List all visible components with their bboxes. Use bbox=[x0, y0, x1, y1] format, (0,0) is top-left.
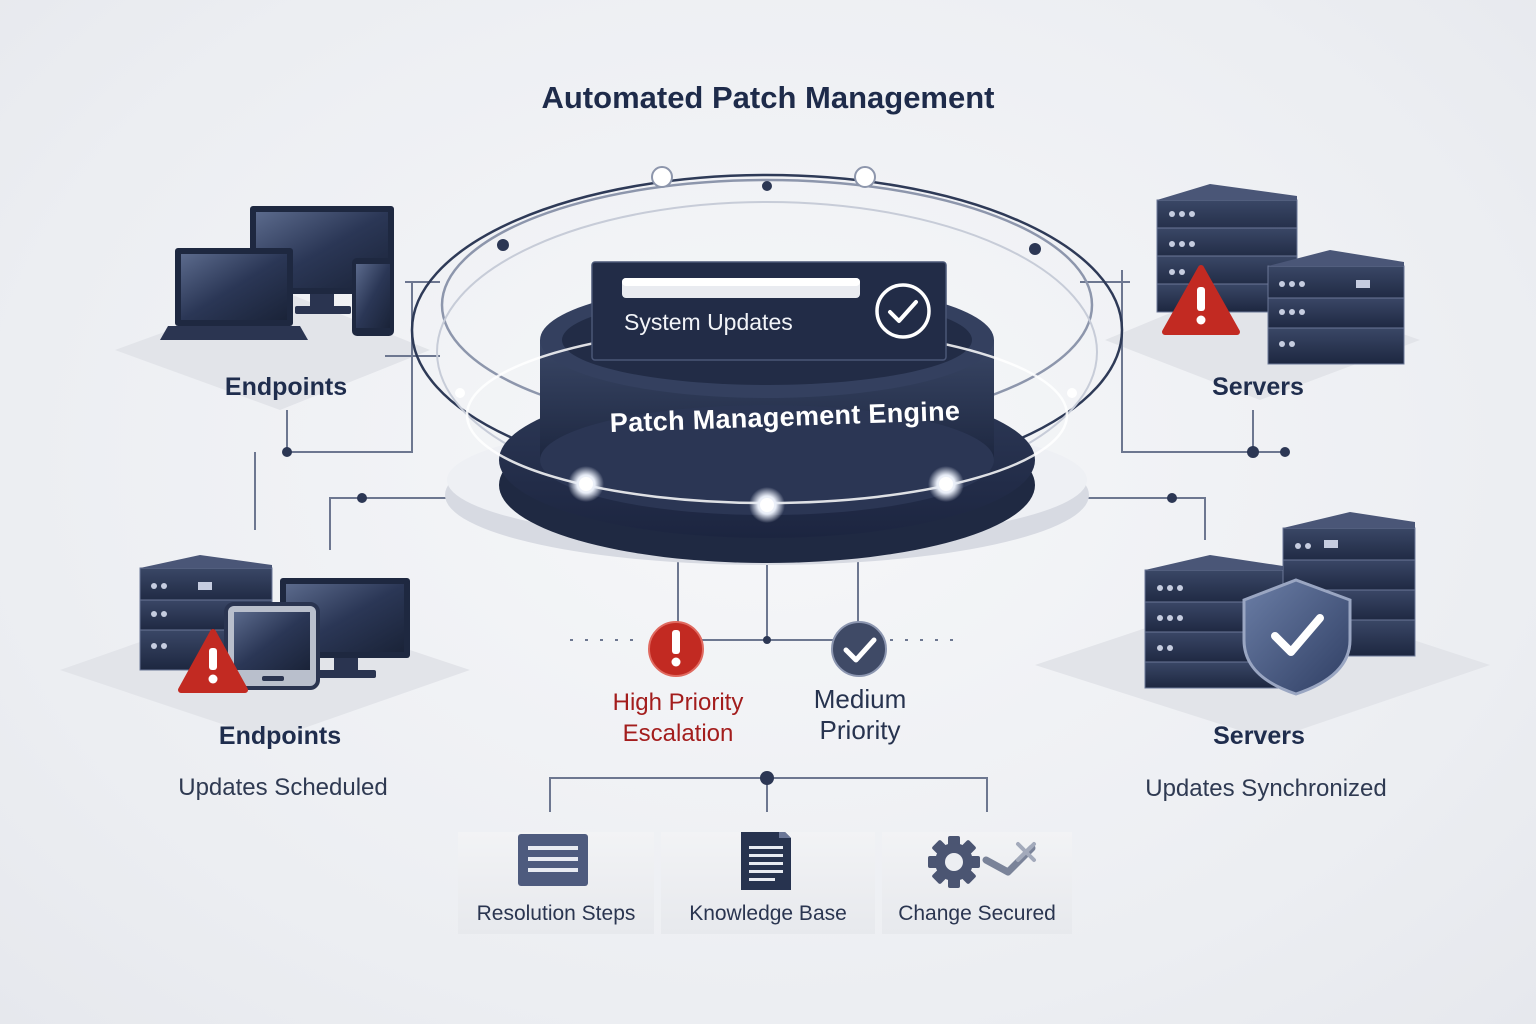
endpoints-top-title: Endpoints bbox=[224, 373, 348, 401]
servers-bottom-status: Updates Synchronized bbox=[1145, 775, 1387, 802]
endpoints-bottom-status: Updates Scheduled bbox=[178, 774, 388, 801]
high-priority-label: High Priority Escalation bbox=[578, 687, 778, 749]
tile-knowledge-base[interactable]: Knowledge Base bbox=[661, 832, 875, 934]
orbit-nodes bbox=[497, 166, 1041, 255]
endpoints-top-devices-icon bbox=[160, 206, 394, 340]
medium-priority-line2: Priority bbox=[819, 715, 901, 745]
tile-label: Knowledge Base bbox=[689, 902, 847, 925]
status-panel-label: System Updates bbox=[624, 309, 793, 335]
high-priority-line1: High Priority bbox=[612, 689, 744, 716]
document-icon bbox=[741, 832, 791, 890]
servers-top-rack-icon bbox=[1156, 184, 1405, 365]
medium-priority-line1: Medium bbox=[813, 684, 907, 714]
list-icon bbox=[518, 834, 588, 886]
alert-icon bbox=[178, 629, 248, 693]
shield-check-icon bbox=[1242, 578, 1352, 696]
tile-label: Change Secured bbox=[898, 902, 1056, 925]
high-priority-alert-icon bbox=[648, 621, 704, 677]
endpoints-bottom-title: Endpoints bbox=[218, 722, 342, 750]
medium-priority-check-icon bbox=[831, 621, 887, 677]
engine-disc bbox=[445, 282, 1089, 565]
servers-top-title: Servers bbox=[1212, 373, 1304, 401]
status-panel bbox=[591, 261, 947, 361]
tile-resolution-steps[interactable]: Resolution Steps bbox=[458, 832, 654, 934]
high-priority-line2: Escalation bbox=[622, 720, 734, 747]
medium-priority-label: Medium Priority bbox=[760, 684, 960, 746]
tile-change-secured[interactable]: Change Secured bbox=[882, 832, 1072, 934]
alert-icon bbox=[1162, 265, 1240, 335]
servers-bottom-title: Servers bbox=[1213, 722, 1305, 750]
connector-dots bbox=[282, 446, 1290, 785]
gear-icon bbox=[928, 836, 1036, 888]
page-title: Automated Patch Management bbox=[541, 80, 995, 115]
tile-label: Resolution Steps bbox=[476, 902, 636, 925]
